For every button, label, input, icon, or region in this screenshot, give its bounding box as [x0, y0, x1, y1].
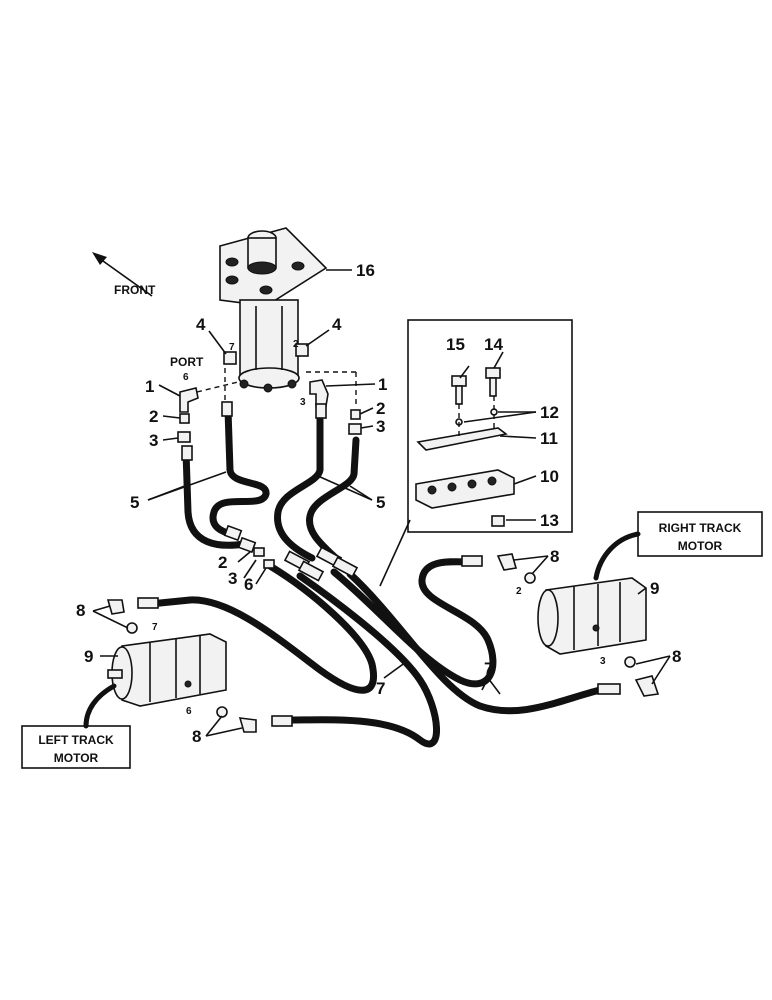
- callout-3: 3: [376, 417, 385, 436]
- callout-7: 7: [484, 659, 493, 678]
- leader-lines: [92, 269, 671, 737]
- svg-text:RIGHT TRACK: RIGHT TRACK: [659, 521, 742, 535]
- left-motor-elbow-7: [106, 599, 125, 615]
- svg-text:LEFT TRACK: LEFT TRACK: [38, 733, 114, 747]
- left-motor-oring: [216, 706, 228, 718]
- svg-text:6: 6: [183, 372, 189, 383]
- right-motor-oring: [624, 656, 636, 668]
- callout-15: 15: [446, 335, 465, 354]
- callout-16: 16: [356, 261, 375, 280]
- callout-4: 4: [332, 315, 342, 334]
- callout-8: 8: [192, 727, 201, 746]
- clamp-block-10: [415, 469, 515, 509]
- callout-2: 2: [218, 553, 227, 572]
- svg-text:3: 3: [300, 397, 306, 408]
- callout-11: 11: [540, 429, 558, 448]
- callout-12: 12: [540, 403, 559, 422]
- elbow-fitting-left: [179, 387, 199, 413]
- callout-10: 10: [540, 467, 559, 486]
- right-motor-elbow-3: [634, 675, 660, 697]
- left-track-motor: [107, 633, 227, 707]
- front-label: FRONT: [114, 283, 156, 297]
- hose-7: [146, 562, 377, 694]
- callout-5: 5: [130, 493, 139, 512]
- callout-7: 7: [376, 679, 385, 698]
- adapter-fitting: [350, 409, 361, 420]
- callout-4: 4: [196, 315, 206, 334]
- clamp-plate-11: [416, 427, 508, 451]
- svg-text:MOTOR: MOTOR: [54, 751, 99, 765]
- port-label: PORT: [170, 355, 204, 369]
- svg-text:MOTOR: MOTOR: [678, 539, 723, 553]
- nut-13: [491, 515, 505, 527]
- nut-fitting: [177, 431, 191, 443]
- elbow-fitting-right: [309, 379, 329, 407]
- nut-fitting: [348, 423, 362, 435]
- svg-text:7: 7: [229, 342, 235, 353]
- left-track-motor-label-box: LEFT TRACK MOTOR: [21, 725, 131, 769]
- swivel-elbow-right: [295, 343, 309, 357]
- callout-9: 9: [650, 579, 659, 598]
- callout-9: 9: [84, 647, 93, 666]
- callout-8: 8: [672, 647, 681, 666]
- callout-8: 8: [550, 547, 559, 566]
- right-motor-oring: [524, 572, 536, 584]
- hose-5: [306, 436, 360, 568]
- adapter-fitting: [179, 413, 190, 424]
- hose-5: [274, 410, 324, 562]
- left-motor-elbow-6: [238, 717, 257, 733]
- swivel-manifold-assembly: [219, 227, 328, 393]
- mounting-detail-inset: [407, 319, 573, 533]
- swivel-elbow-left: [223, 351, 237, 365]
- right-motor-elbow-2: [496, 553, 518, 571]
- right-track-motor: [537, 577, 647, 655]
- hose-fitting-cluster: [283, 546, 359, 582]
- port-labels: PORT 7 6 2 3 7 6 2 3: [152, 339, 606, 717]
- callout-6: 6: [244, 575, 253, 594]
- callout-14: 14: [484, 335, 503, 354]
- hose-5: [182, 448, 248, 549]
- callout-2: 2: [149, 407, 158, 426]
- svg-text:6: 6: [186, 706, 192, 717]
- callout-1: 1: [378, 375, 387, 394]
- callout-2: 2: [376, 399, 385, 418]
- svg-text:2: 2: [516, 586, 522, 597]
- bolt-14: [485, 367, 501, 397]
- callout-8: 8: [76, 601, 85, 620]
- hose-5: [209, 406, 270, 538]
- callout-3: 3: [149, 431, 158, 450]
- svg-text:2: 2: [293, 339, 299, 350]
- front-direction-arrow: [92, 252, 153, 297]
- callout-13: 13: [540, 511, 559, 530]
- callout-3: 3: [228, 569, 237, 588]
- right-track-motor-label-box: RIGHT TRACK MOTOR: [637, 511, 763, 557]
- svg-text:7: 7: [152, 622, 158, 633]
- hose-7: [284, 572, 440, 748]
- callout-1: 1: [145, 377, 154, 396]
- left-motor-oring: [126, 622, 138, 634]
- hose-7: [346, 570, 604, 715]
- svg-text:3: 3: [600, 656, 606, 667]
- callout-5: 5: [376, 493, 385, 512]
- callout-numbers: 16 4 4 1 1 2 2 3 3 5 5 2 3 6 8 9 7 7 8 8…: [76, 261, 681, 746]
